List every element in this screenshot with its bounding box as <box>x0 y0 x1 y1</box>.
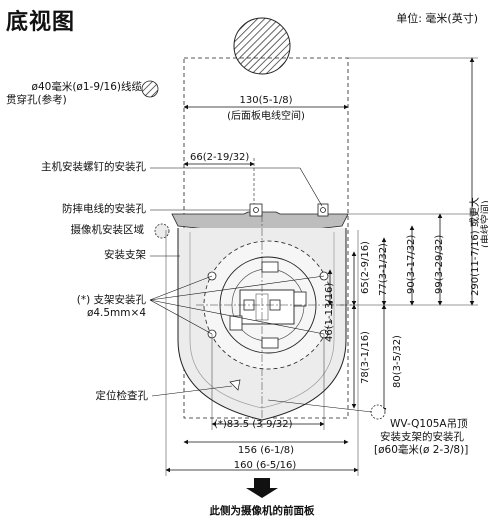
dim-66: 66(2-19/32) <box>190 152 250 163</box>
front-panel-label: 此侧为摄像机的前面板 <box>209 505 315 517</box>
dim-78: 78(3-1/16) <box>360 331 371 384</box>
dim-77: 77(3-1/32) <box>378 243 389 296</box>
check-hole-label: 定位检查孔 <box>95 390 149 402</box>
unit-label: 单位: 毫米(英寸) <box>396 12 478 25</box>
cable-hole-label-1: ø40毫米(ø1-9/16)线缆 <box>31 81 142 93</box>
cable-hole-label-2: 贯穿孔(参考) <box>6 94 67 106</box>
page-title: 底视图 <box>6 10 76 35</box>
support-hole-label-1: (*) 支架安装孔 <box>76 294 146 306</box>
dim-65: 65(2-9/16) <box>360 241 371 294</box>
dim-130: 130(5-1/8) <box>239 95 293 106</box>
dim-83: (*)83.5 (3-9/32) <box>214 419 293 430</box>
dim-290-note: (电线空间) <box>481 200 488 248</box>
cable-hole-legend-icon <box>141 80 159 98</box>
wv-label-2: 安装支架的安装孔 <box>380 431 464 443</box>
wv-label-3: [ø60毫米(ø 2-3/8)] <box>374 444 469 456</box>
front-panel-arrow-icon <box>246 478 278 498</box>
fall-wire-hole-label: 防摔电线的安装孔 <box>62 203 146 215</box>
wv-label-1: WV-Q105A吊顶 <box>390 418 468 430</box>
camera-area-legend-icon <box>154 223 170 239</box>
cable-hole-top <box>233 17 291 75</box>
dim-156: 156 (6-1/8) <box>237 445 295 456</box>
center-block <box>239 289 295 325</box>
dim-99: 99(3-29/32) <box>434 234 445 294</box>
support-hole-label-2: ø4.5mm×4 <box>86 307 146 319</box>
dim-160: 160 (6-5/16) <box>233 460 297 471</box>
dim-46: 46(1-13/16) <box>324 282 335 342</box>
dim-90: 90(3-17/32) <box>406 234 417 294</box>
camera-area-label: 摄像机安装区域 <box>70 224 145 236</box>
dim-80: 80(3-5/32) <box>392 335 403 388</box>
dim-130-note: (后面板电线空间) <box>227 111 305 122</box>
main-screw-hole-label: 主机安装螺钉的安装孔 <box>41 161 146 173</box>
wv-hole <box>370 404 386 420</box>
bracket-label: 安装支架 <box>104 249 146 261</box>
check-hole <box>229 379 241 391</box>
